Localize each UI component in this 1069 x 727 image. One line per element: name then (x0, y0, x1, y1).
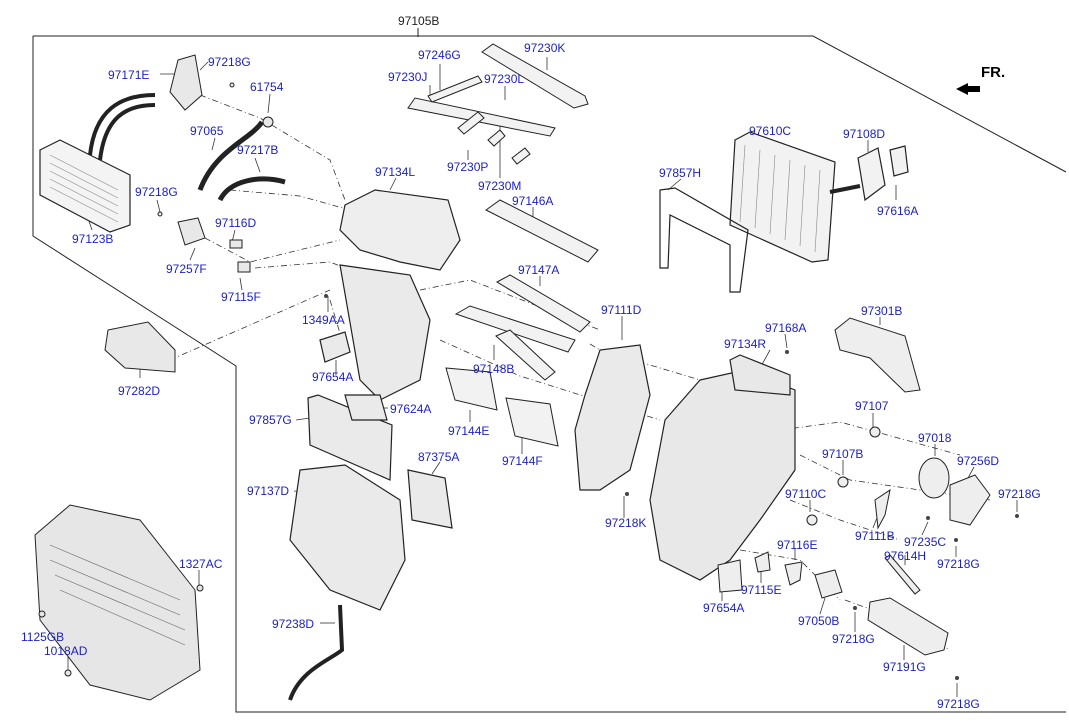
part-label-97134l[interactable]: 97134L (375, 165, 416, 179)
part-label-97218g[interactable]: 97218G (135, 185, 178, 199)
forward-arrow-icon (956, 83, 980, 95)
part-label-97230j[interactable]: 97230J (388, 70, 428, 84)
part-label-97065[interactable]: 97065 (190, 124, 224, 138)
part-label-97218k[interactable]: 97218K (605, 516, 647, 530)
bracket-97301B (834, 317, 921, 393)
part-label-61754[interactable]: 61754 (250, 80, 284, 94)
part-label-97230l[interactable]: 97230L (484, 72, 525, 86)
part-label-97110c[interactable]: 97110C (785, 487, 827, 501)
part-label-97610c[interactable]: 97610C (749, 124, 792, 138)
part-label-97137d[interactable]: 97137D (247, 484, 290, 498)
part-label-97115e[interactable]: 97115E (741, 583, 782, 597)
right-case-97134R (649, 354, 796, 581)
part-label-97147a[interactable]: 97147A (518, 263, 560, 277)
part-label-97218g[interactable]: 97218G (937, 557, 980, 571)
part-label-97107b[interactable]: 97107B (822, 447, 864, 461)
center-case-97111D (574, 344, 651, 491)
guide-lines (169, 94, 991, 651)
part-label-97857g[interactable]: 97857G (249, 413, 292, 427)
heater-core (39, 93, 156, 233)
part-label-97230k[interactable]: 97230K (524, 41, 566, 55)
part-label-97107[interactable]: 97107 (855, 399, 889, 413)
part-label-97191g[interactable]: 97191G (883, 660, 926, 674)
part-label-97116d[interactable]: 97116D (215, 216, 257, 230)
part-label-97146a[interactable]: 97146A (512, 194, 554, 208)
part-label-97624a[interactable]: 97624A (390, 402, 432, 416)
part-label-97111b[interactable]: 97111B (855, 529, 895, 543)
part-label-97115f[interactable]: 97115F (221, 290, 261, 304)
part-label-97144f[interactable]: 97144F (502, 454, 543, 468)
part-label-97218g[interactable]: 97218G (937, 697, 980, 711)
part-label-97108d[interactable]: 97108D (843, 127, 886, 141)
part-label-97218g[interactable]: 97218G (832, 632, 875, 646)
part-label-97616a[interactable]: 97616A (877, 204, 919, 218)
part-label-97857h[interactable]: 97857H (659, 166, 702, 180)
filters-and-seals (407, 43, 589, 165)
part-label-1349aa[interactable]: 1349AA (302, 313, 345, 327)
part-label-97230p[interactable]: 97230P (447, 160, 489, 174)
part-label-97230m[interactable]: 97230M (478, 179, 522, 193)
part-label-97246g[interactable]: 97246G (418, 48, 461, 62)
part-label-1125gb[interactable]: 1125GB (21, 630, 65, 644)
part-label-97654a[interactable]: 97654A (703, 601, 745, 615)
part-label-97301b[interactable]: 97301B (861, 304, 903, 318)
part-label-97282d[interactable]: 97282D (118, 384, 161, 398)
part-label-97218g[interactable]: 97218G (998, 487, 1041, 501)
part-label-97171e[interactable]: 97171E (108, 68, 150, 82)
part-label-97123b[interactable]: 97123B (72, 232, 114, 246)
small-fittings (104, 82, 274, 373)
part-label-97116e[interactable]: 97116E (777, 538, 818, 552)
part-label-97614h[interactable]: 97614H (884, 549, 927, 563)
part-label-87375a[interactable]: 87375A (418, 450, 460, 464)
part-label-97235c[interactable]: 97235C (904, 535, 947, 549)
part-label-97257f[interactable]: 97257F (166, 262, 207, 276)
screws (324, 294, 1019, 680)
part-label-1327ac[interactable]: 1327AC (179, 557, 223, 571)
direction-label: FR. (981, 64, 1006, 81)
actuator-97171E (169, 54, 203, 111)
hose-parts (197, 120, 286, 202)
part-label-97111d[interactable]: 97111D (601, 303, 642, 317)
part-label-97256d[interactable]: 97256D (957, 454, 1000, 468)
part-label-97654a[interactable]: 97654A (312, 370, 354, 384)
part-label-97018[interactable]: 97018 (918, 431, 952, 445)
doors-and-flaps (445, 199, 599, 447)
part-label-97218g[interactable]: 97218G (208, 55, 251, 69)
part-label-1018ad[interactable]: 1018AD (44, 644, 88, 658)
part-label-97144e[interactable]: 97144E (448, 424, 490, 438)
evaporator-97610C (729, 131, 909, 263)
assembled-unit (34, 504, 204, 701)
assembly-number: 97105B (398, 14, 440, 28)
left-case-97137D (289, 264, 453, 611)
part-label-97148b[interactable]: 97148B (473, 362, 515, 376)
part-label-97050b[interactable]: 97050B (798, 614, 840, 628)
part-label-97168a[interactable]: 97168A (765, 321, 807, 335)
drain-hose-97238D (288, 604, 345, 701)
part-label-97134r[interactable]: 97134R (724, 337, 767, 351)
seal-97857H (659, 187, 749, 293)
part-label-97238d[interactable]: 97238D (272, 617, 315, 631)
blower-motor-and-controls (717, 426, 991, 656)
upper-left-case-97134L (339, 189, 461, 271)
assembly-boundary (32, 28, 1067, 713)
part-label-97217b[interactable]: 97217B (237, 143, 279, 157)
